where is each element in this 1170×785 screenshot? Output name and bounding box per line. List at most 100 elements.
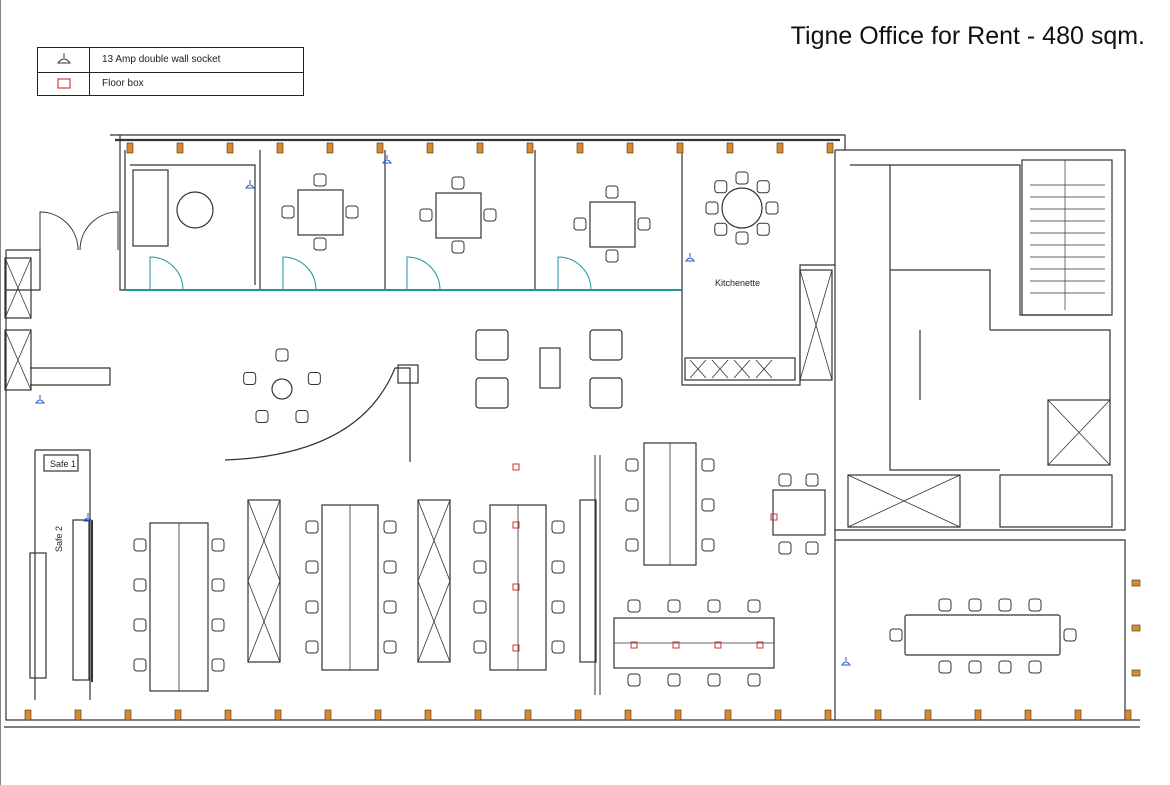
chair bbox=[701, 458, 715, 472]
chair bbox=[889, 628, 903, 642]
chair bbox=[473, 600, 487, 614]
column bbox=[324, 709, 332, 721]
column bbox=[474, 709, 482, 721]
column bbox=[874, 709, 882, 721]
chair bbox=[998, 598, 1012, 612]
chair bbox=[605, 249, 619, 263]
safe-room bbox=[30, 367, 111, 700]
chair bbox=[255, 410, 269, 424]
legend: 13 Amp double wall socket Floor box bbox=[37, 47, 304, 96]
chair bbox=[473, 640, 487, 654]
column bbox=[1131, 579, 1141, 587]
chair bbox=[627, 599, 641, 613]
column bbox=[124, 709, 132, 721]
door-swing bbox=[557, 256, 592, 291]
column bbox=[326, 142, 334, 154]
chair bbox=[756, 222, 770, 236]
wall-socket-icon bbox=[83, 513, 93, 522]
legend-label-socket: 13 Amp double wall socket bbox=[102, 54, 221, 65]
chair bbox=[938, 598, 952, 612]
plan-title: Tigne Office for Rent - 480 sqm. bbox=[790, 22, 1145, 50]
chair bbox=[211, 538, 225, 552]
column bbox=[1074, 709, 1082, 721]
chair bbox=[281, 205, 295, 219]
column bbox=[174, 709, 182, 721]
chair bbox=[625, 538, 639, 552]
column bbox=[424, 709, 432, 721]
safe1-label: Safe 1 bbox=[50, 459, 77, 469]
chair bbox=[805, 541, 819, 555]
column bbox=[824, 709, 832, 721]
chair bbox=[451, 240, 465, 254]
reception-desk bbox=[224, 367, 411, 462]
chair bbox=[133, 578, 147, 592]
chair bbox=[305, 600, 319, 614]
column bbox=[426, 142, 434, 154]
chair bbox=[627, 673, 641, 687]
chair bbox=[305, 520, 319, 534]
filing-unit bbox=[579, 499, 597, 663]
column bbox=[176, 142, 184, 154]
chair bbox=[667, 673, 681, 687]
column bbox=[726, 142, 734, 154]
chair bbox=[735, 171, 749, 185]
chair bbox=[473, 520, 487, 534]
floor-box-icon bbox=[714, 641, 722, 649]
column bbox=[1131, 624, 1141, 632]
floor-box-icon bbox=[630, 641, 638, 649]
chair bbox=[345, 205, 359, 219]
chair bbox=[714, 222, 728, 236]
column bbox=[974, 709, 982, 721]
column bbox=[24, 709, 32, 721]
floor-box-icon bbox=[512, 644, 520, 652]
chair bbox=[735, 231, 749, 245]
column bbox=[626, 142, 634, 154]
chair bbox=[968, 598, 982, 612]
chair bbox=[383, 600, 397, 614]
office-partitions bbox=[124, 150, 683, 290]
column bbox=[74, 709, 82, 721]
chair bbox=[133, 538, 147, 552]
column bbox=[524, 709, 532, 721]
column bbox=[526, 142, 534, 154]
column bbox=[576, 142, 584, 154]
chair bbox=[451, 176, 465, 190]
column bbox=[276, 142, 284, 154]
chair bbox=[243, 371, 257, 385]
chair bbox=[551, 560, 565, 574]
entrance-door bbox=[39, 211, 119, 251]
door-swing bbox=[406, 256, 441, 291]
chair bbox=[938, 660, 952, 674]
chair bbox=[419, 208, 433, 222]
wall-socket-icon bbox=[382, 155, 392, 164]
column bbox=[126, 142, 134, 154]
chair bbox=[805, 473, 819, 487]
column bbox=[1024, 709, 1032, 721]
chair bbox=[756, 180, 770, 194]
floor-box-icon bbox=[38, 72, 90, 96]
chair bbox=[701, 538, 715, 552]
column bbox=[224, 709, 232, 721]
chair bbox=[307, 371, 321, 385]
desk-cluster bbox=[772, 489, 826, 536]
chair bbox=[968, 660, 982, 674]
floor-box-icon bbox=[770, 513, 778, 521]
column bbox=[476, 142, 484, 154]
floor-box-icon bbox=[512, 521, 520, 529]
chair bbox=[295, 410, 309, 424]
chair bbox=[705, 201, 719, 215]
chair bbox=[667, 599, 681, 613]
chair bbox=[625, 498, 639, 512]
column bbox=[924, 709, 932, 721]
chair bbox=[313, 237, 327, 251]
chair bbox=[778, 541, 792, 555]
column bbox=[376, 142, 384, 154]
wall-socket-icon bbox=[38, 48, 90, 72]
chair bbox=[133, 658, 147, 672]
column bbox=[374, 709, 382, 721]
chair bbox=[1028, 660, 1042, 674]
legend-row-floorbox: Floor box bbox=[38, 72, 303, 96]
chair bbox=[551, 640, 565, 654]
door-swing bbox=[282, 256, 317, 291]
